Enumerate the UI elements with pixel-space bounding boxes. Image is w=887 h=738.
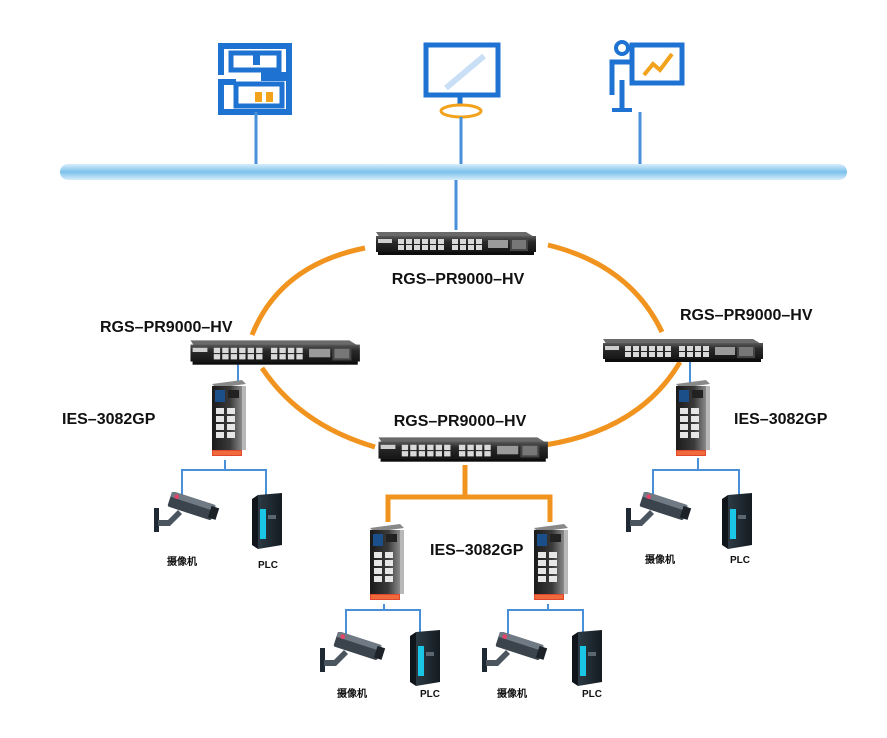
edge-switch-left: IES–3082GP: [62, 380, 246, 456]
edge-switch-center-right: [534, 524, 568, 600]
ring-switch-right-label: RGS–PR9000–HV: [680, 307, 813, 324]
plc-icon: [722, 493, 752, 549]
camera-label: 摄像机: [645, 553, 675, 566]
edge-switch-right-label: IES–3082GP: [734, 411, 828, 428]
edge-switch-right: IES–3082GP: [676, 380, 828, 456]
plc-icon: [252, 493, 282, 549]
camera-label: 摄像机: [337, 687, 367, 700]
network-bus: [60, 164, 847, 180]
ring-switch-right: RGS–PR9000–HV: [603, 307, 813, 362]
plc-label: PLC: [258, 560, 278, 571]
ring-switch-bottom-label: RGS–PR9000–HV: [394, 413, 527, 430]
ring-switch-top-label: RGS–PR9000–HV: [392, 271, 525, 288]
ring-links: [249, 242, 683, 450]
device-tree-links: [181, 458, 740, 635]
camera-icon: [482, 632, 548, 672]
plc-label: PLC: [730, 555, 750, 566]
camera-icon: [626, 492, 692, 532]
camera-group-center-right: 摄像机 PLC: [482, 630, 602, 700]
plc-label: PLC: [582, 689, 602, 700]
ring-switch-left-label: RGS–PR9000–HV: [100, 319, 233, 336]
bottom-tree-links: [385, 465, 553, 522]
ring-switch-bottom: RGS–PR9000–HV: [378, 413, 548, 462]
ring-switch-left: RGS–PR9000–HV: [100, 319, 360, 365]
server-icon: [218, 43, 292, 115]
camera-group-left: 摄像机 PLC: [154, 492, 282, 571]
camera-icon: [154, 492, 220, 532]
monitor-icon: [423, 42, 501, 119]
plc-icon: [410, 630, 440, 686]
plc-label: PLC: [420, 689, 440, 700]
presenter-icon: [609, 40, 685, 112]
edge-switch-center-left: [370, 524, 404, 600]
camera-label: 摄像机: [167, 555, 197, 568]
ring-switch-top: RGS–PR9000–HV: [376, 232, 536, 288]
edge-switch-left-label: IES–3082GP: [62, 411, 156, 428]
camera-group-right: 摄像机 PLC: [626, 492, 752, 566]
plc-icon: [572, 630, 602, 686]
camera-group-center-left: 摄像机 PLC: [320, 630, 440, 700]
icon-drop-lines: [254, 112, 642, 166]
edge-switch-center-label: IES–3082GP: [430, 542, 524, 559]
camera-icon: [320, 632, 386, 672]
camera-label: 摄像机: [497, 687, 527, 700]
